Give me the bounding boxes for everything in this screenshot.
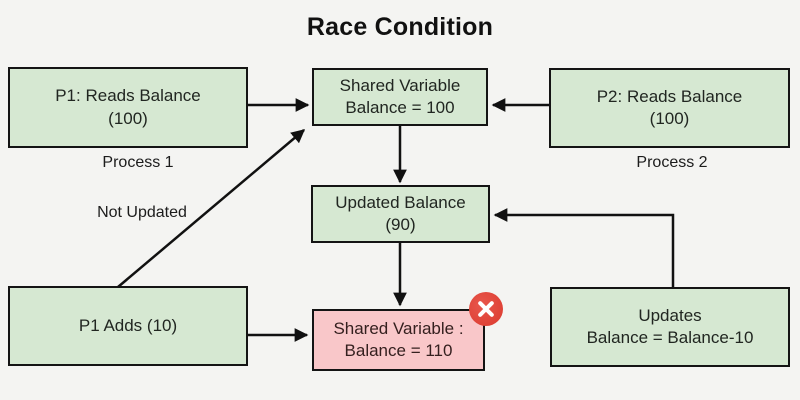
node-text-line: Updates bbox=[638, 305, 702, 325]
label-process-1: Process 1 bbox=[102, 154, 174, 171]
diagram-title: Race Condition bbox=[306, 13, 494, 41]
node-text-line: (100) bbox=[108, 108, 148, 128]
node-shared-variable-110: Shared Variable : Balance = 110 bbox=[312, 309, 485, 371]
error-x-icon bbox=[469, 292, 503, 326]
node-shared-variable-100: Shared Variable Balance = 100 bbox=[312, 68, 488, 126]
node-text-line: Updated Balance bbox=[335, 192, 466, 212]
node-text-line: Balance = Balance-10 bbox=[586, 328, 754, 347]
node-p1-adds: P1 Adds (10) bbox=[8, 286, 248, 366]
node-text-line: Balance = 100 bbox=[345, 98, 455, 117]
node-text-line: P2: Reads Balance bbox=[596, 86, 743, 106]
node-text-line: (90) bbox=[385, 215, 416, 234]
arrow-updates-to-updated bbox=[493, 208, 675, 287]
node-text-line: Shared Variable : bbox=[333, 318, 464, 338]
node-p1-reads-balance: P1: Reads Balance (100) bbox=[8, 67, 248, 148]
node-updated-balance: Updated Balance (90) bbox=[311, 185, 490, 243]
node-text-line: (100) bbox=[649, 109, 690, 128]
node-text-line: P1: Reads Balance bbox=[55, 86, 201, 106]
label-process-2: Process 2 bbox=[636, 154, 708, 171]
node-updates-balance-minus-10: Updates Balance = Balance-10 bbox=[550, 287, 790, 367]
x-mark-icon bbox=[478, 301, 494, 317]
label-not-updated: Not Updated bbox=[97, 204, 187, 221]
node-text-line: Balance = 110 bbox=[344, 341, 453, 360]
node-text-line: Shared Variable bbox=[339, 75, 461, 95]
node-p2-reads-balance: P2: Reads Balance (100) bbox=[549, 68, 790, 148]
node-text-line: P1 Adds (10) bbox=[78, 315, 178, 335]
